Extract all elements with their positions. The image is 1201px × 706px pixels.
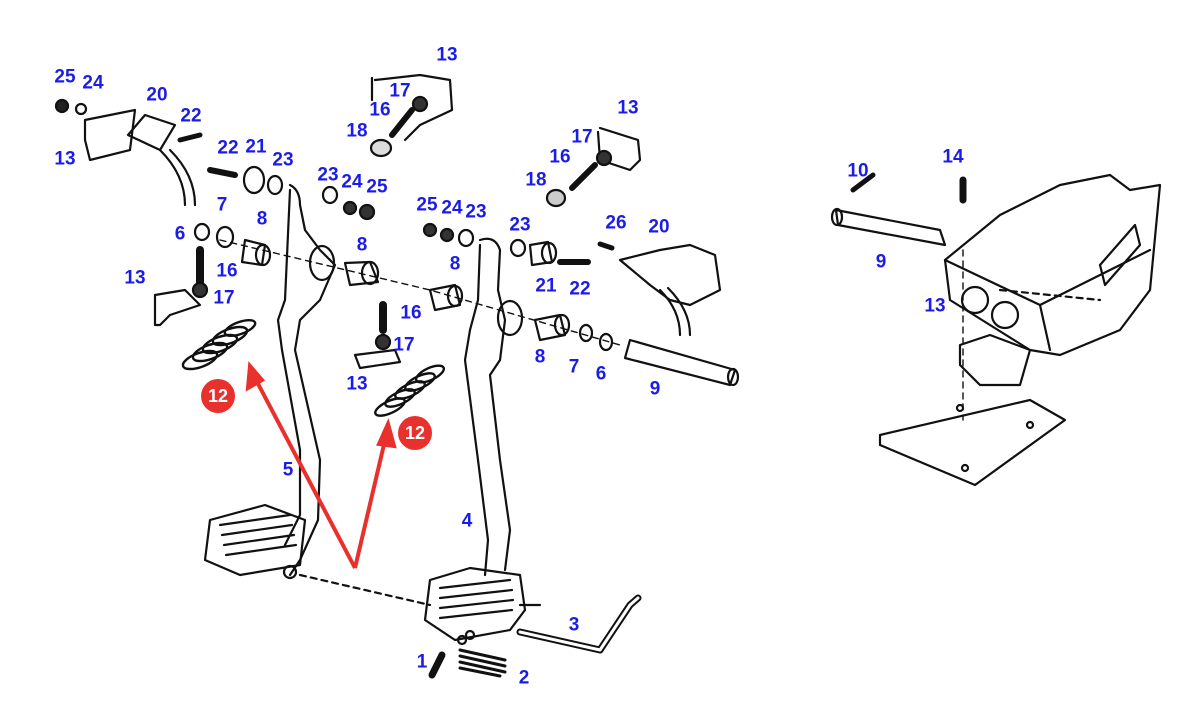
callout-label: 18 [346, 120, 368, 142]
callout-label: 18 [525, 169, 547, 191]
callout-label: 20 [146, 84, 168, 106]
callout-label: 8 [449, 253, 461, 275]
callout-label: 26 [605, 212, 627, 234]
callout-label: 23 [317, 164, 339, 186]
callout-label: 25 [416, 194, 438, 216]
callout-label: 25 [366, 176, 388, 198]
callout-label: 7 [568, 356, 580, 378]
callout-label: 9 [649, 378, 661, 400]
callout-label: 8 [256, 208, 268, 230]
callout-label: 5 [282, 459, 294, 481]
callout-label: 6 [174, 223, 186, 245]
callout-label: 13 [436, 44, 458, 66]
bracket-left [83, 108, 197, 207]
callout-label: 1 [416, 651, 428, 673]
callout-label: 24 [441, 197, 463, 219]
callout-label: 8 [356, 234, 368, 256]
callout-label: 22 [569, 278, 591, 300]
callout-label: 2 [518, 667, 530, 689]
callout-label: 14 [942, 146, 964, 168]
callout-label: 25 [54, 66, 76, 88]
callout-label: 22 [217, 137, 239, 159]
callout-label: 13 [346, 373, 368, 395]
callout-label: 17 [393, 334, 415, 356]
callout-label: 17 [389, 80, 411, 102]
callout-label: 23 [465, 201, 487, 223]
callout-label: 23 [509, 214, 531, 236]
highlight-badge-spring-left: 12 [201, 379, 235, 413]
callout-label: 21 [535, 275, 557, 297]
callout-label: 6 [595, 363, 607, 385]
callout-label: 21 [245, 136, 267, 158]
callout-label: 22 [180, 105, 202, 127]
callout-label: 13 [924, 295, 946, 317]
callout-label: 8 [534, 346, 546, 368]
callout-label: 16 [400, 302, 422, 324]
callout-label: 10 [847, 160, 869, 182]
callout-label: 16 [216, 260, 238, 282]
callout-label: 16 [549, 146, 571, 168]
callout-label: 13 [617, 97, 639, 119]
callout-label: 16 [369, 99, 391, 121]
callout-label: 24 [341, 171, 363, 193]
callout-label: 24 [82, 72, 104, 94]
callout-label: 17 [213, 287, 235, 309]
callout-label: 7 [216, 194, 228, 216]
callout-label: 9 [875, 251, 887, 273]
highlight-arrows [245, 361, 397, 569]
callout-label: 13 [124, 267, 146, 289]
callout-label: 20 [648, 216, 670, 238]
highlight-badge-spring-right: 12 [398, 416, 432, 450]
callout-label: 23 [272, 149, 294, 171]
callout-label: 13 [54, 148, 76, 170]
callout-label: 4 [461, 510, 473, 532]
callout-label: 3 [568, 614, 580, 636]
callout-label: 17 [571, 126, 593, 148]
